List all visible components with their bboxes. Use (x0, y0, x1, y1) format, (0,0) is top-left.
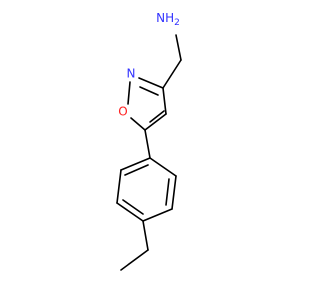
bond-c4-c3 (162, 87, 167, 115)
bond-ph4-ph5 (142, 208, 173, 222)
bonds (116, 34, 182, 271)
bond-ph1-ph2 (120, 157, 151, 171)
bond-ph2-ph3 (116, 169, 122, 204)
bond-c5-ph (144, 129, 151, 159)
bond-o1-c5 (130, 117, 146, 131)
bond-ph3-ph4 (116, 202, 144, 222)
bond-c3-n2 (138, 77, 164, 89)
bond-ph3-ph4-double (122, 199, 144, 215)
bond-ph5-ph6-double (165, 178, 170, 206)
bond-ch2-n (175, 34, 182, 61)
bond-c5-c4-double (149, 110, 165, 123)
ring-nitrogen-label: N (127, 67, 136, 81)
bond-ph1-ph2-double (124, 164, 149, 176)
bond-ph5-ph6 (171, 175, 177, 210)
bond-c3-n2-double (139, 86, 159, 96)
bond-ph6-ph1 (149, 157, 177, 177)
structure-canvas: NH2 N O (116, 11, 182, 271)
bond-ph4-ch2 (142, 220, 149, 251)
bond-n2-o1 (127, 81, 131, 105)
ring-oxygen-label: O (118, 105, 127, 119)
bond-c5-c4 (144, 113, 167, 131)
bond-ch2-ch3 (120, 249, 149, 271)
bond-c3-ch2 (162, 59, 182, 89)
atom-labels: NH2 N O (118, 11, 180, 119)
molecule-structure: NH2 N O (116, 11, 182, 271)
amine-label: NH2 (156, 11, 180, 28)
